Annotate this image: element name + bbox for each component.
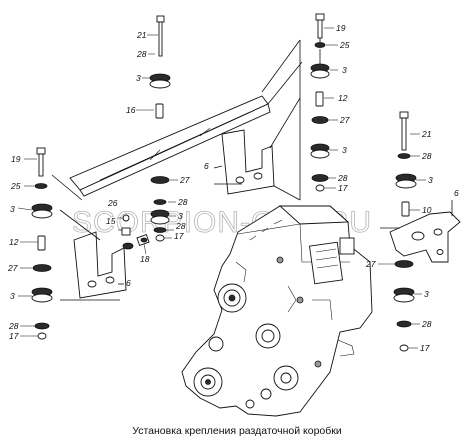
right-fastener-stack [393, 111, 417, 352]
callout: 6 [204, 161, 209, 171]
figure-caption: Установка крепления раздаточной коробки [132, 425, 342, 437]
support-bracket-right [389, 211, 461, 263]
callout: 3 [342, 145, 347, 155]
callout: 28 [177, 197, 188, 207]
callout: 17 [9, 331, 19, 341]
callout: 27 [339, 115, 350, 125]
support-bracket-left [73, 231, 127, 299]
callout: 12 [9, 237, 19, 247]
callout: 15 [106, 216, 116, 226]
callout: 3 [10, 204, 15, 214]
left-fastener-stack [31, 147, 53, 340]
upper-right-fastener-stack [310, 13, 330, 192]
callout: 28 [8, 321, 19, 331]
callout: 27 [7, 263, 18, 273]
callout: 17 [338, 183, 348, 193]
callout: 16 [126, 105, 136, 115]
callout: 3 [428, 175, 433, 185]
callout: 10 [422, 205, 432, 215]
callout: 26 [107, 198, 118, 208]
callout: 27 [365, 259, 376, 269]
leader-lines [17, 27, 453, 349]
callout: 17 [420, 343, 430, 353]
callout: 25 [339, 40, 350, 50]
callout: 21 [421, 129, 432, 139]
callout-labels: 21 28 3 16 19 25 3 12 27 3 28 17 6 27 28… [7, 23, 459, 353]
callout: 27 [179, 175, 190, 185]
callout: 28 [421, 151, 432, 161]
callout: 19 [336, 23, 346, 33]
center-fastener-stack [149, 15, 171, 242]
callout: 6 [454, 188, 459, 198]
callout: 17 [174, 231, 184, 241]
callout: 21 [136, 30, 147, 40]
callout: 28 [337, 173, 348, 183]
callout: 28 [175, 221, 186, 231]
callout: 12 [338, 93, 348, 103]
small-fasteners [121, 214, 150, 250]
callout: 3 [424, 289, 429, 299]
transfer-case-body [181, 205, 373, 417]
callout: 3 [178, 211, 183, 221]
callout: 3 [10, 291, 15, 301]
callout: 25 [10, 181, 21, 191]
support-bracket-upper [221, 129, 275, 195]
callout: 6 [126, 278, 131, 288]
callout: 19 [11, 154, 21, 164]
callout: 18 [140, 254, 150, 264]
callout: 28 [136, 49, 147, 59]
callout: 3 [342, 65, 347, 75]
callout: 28 [421, 319, 432, 329]
callout: 3 [136, 73, 141, 83]
